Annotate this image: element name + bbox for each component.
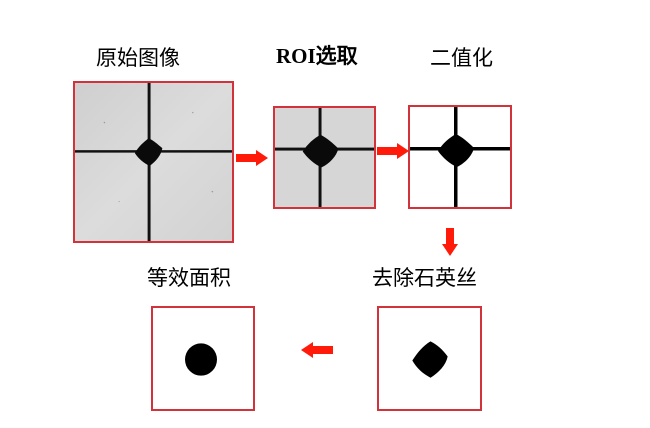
label-original-image: 原始图像	[96, 46, 180, 70]
arrow-right-2	[377, 143, 409, 159]
label-remove-quartz-fiber: 去除石英丝	[372, 266, 477, 290]
arrow-down	[442, 228, 458, 256]
original-image-panel	[73, 81, 234, 243]
equivalent-area-image-panel	[151, 306, 255, 411]
binarized-image	[410, 107, 510, 207]
equivalent-area-image	[153, 308, 253, 409]
binarized-image-panel	[408, 105, 512, 209]
roi-image	[275, 108, 374, 207]
label-roi-selection: ROI选取	[276, 44, 358, 68]
original-image	[75, 83, 232, 241]
arrow-left	[301, 342, 333, 358]
roi-image-panel	[273, 106, 376, 209]
label-binarization: 二值化	[430, 46, 493, 70]
label-equivalent-area: 等效面积	[147, 266, 231, 290]
quartz-removed-image	[379, 308, 480, 409]
arrow-right-1	[236, 150, 268, 166]
quartz-removed-image-panel	[377, 306, 482, 411]
